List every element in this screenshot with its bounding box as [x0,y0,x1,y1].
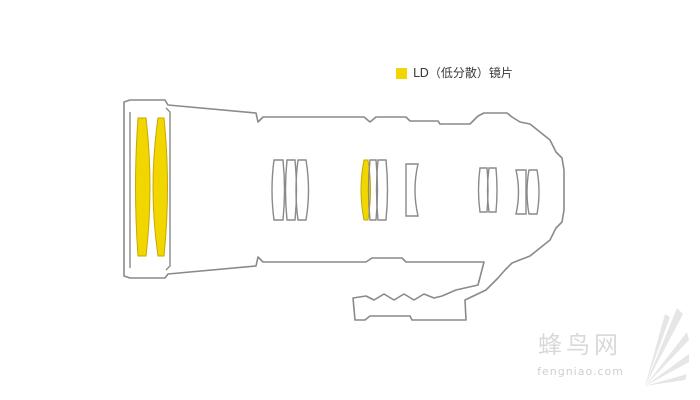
fengniao-watermark: 蜂鸟网 fengniao.com [525,284,690,394]
front-hood-inner [129,107,171,271]
legend: LD（低分散）镜片 [396,66,513,80]
lens-element-d1 [477,167,489,213]
lens-element-a2 [284,159,298,221]
watermark-domain: fengniao.com [537,365,624,378]
lens-element-a3 [295,159,310,221]
lens-group-a [271,159,310,221]
lens-element-b3 [375,159,389,221]
lens-element-c1 [405,163,419,217]
lens-element-a1 [271,159,286,221]
ld-front-element-1 [135,117,151,257]
lens-group-d [477,167,498,213]
watermark-name: 蜂鸟网 [538,331,622,359]
lens-group-e [515,169,540,215]
lens-element-e1 [515,169,527,215]
lens-element-d2 [486,167,498,213]
lens-barrel-outline [123,99,565,321]
lens-group-b [367,159,389,221]
lens-element-e2 [526,169,540,215]
bird-wing-logo [645,308,689,386]
ld-front-element-2 [152,117,168,257]
ld-legend-swatch [396,67,407,79]
legend-label: LD（低分散）镜片 [413,66,513,80]
